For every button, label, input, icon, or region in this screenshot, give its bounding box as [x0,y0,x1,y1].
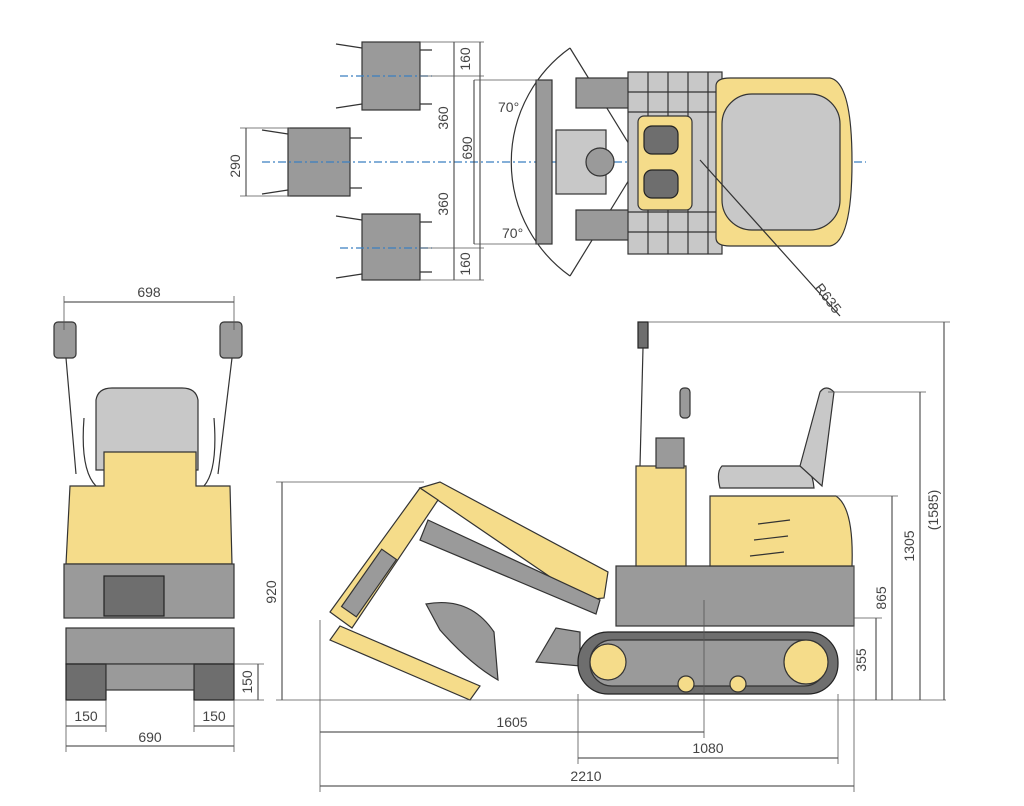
mirror-side [637,321,649,349]
seat-top [721,93,841,231]
track-shoe-right-label: 150 [202,708,226,724]
mirror-right [219,321,243,359]
engine-cover-side [709,495,853,567]
overall-height-label: (1585) [925,490,941,530]
max-dig-depth-label: 920 [263,580,279,604]
blade-top-view [535,79,553,245]
track-height-label: 150 [239,670,255,694]
bucket-side [425,601,499,682]
mirror-left [53,321,77,359]
track-shoe-left-label: 150 [74,708,98,724]
track-length-label: 1080 [692,740,723,756]
swing-offset-bottom-label: 160 [457,252,473,276]
side-view: 1605 1080 2210 920 355 865 1305 (1585) [263,321,950,792]
swing-arc [510,47,571,277]
seat-back-front [95,387,199,471]
tail-radius-label: R635 [812,280,845,316]
upper-height-label: 865 [873,586,889,610]
swing-offset-top-label: 160 [457,47,473,71]
undercarriage-side [615,565,855,627]
blade-front [65,627,235,665]
control-tower-side [635,465,687,567]
track-width-label: 690 [138,729,162,745]
track-left-front [65,663,107,701]
boom-offset-lower-label: 360 [435,192,451,216]
tail-radius-line [699,159,841,317]
body-front [65,451,233,565]
seat-side [717,465,815,489]
top-view: 290 160 360 690 360 160 70° 70° R635 [227,41,866,317]
track-right-front [193,663,235,701]
boom-offset-upper-label: 360 [435,106,451,130]
blade-height-label: 355 [853,648,869,672]
boom-reach-label: 1605 [496,714,527,730]
bucket-width-label: 290 [227,154,243,178]
swing-angle-lower-label: 70° [502,225,523,241]
swing-angle-upper-label: 70° [498,99,519,115]
blade-width-label: 690 [459,136,475,160]
swing-pivot [585,147,615,177]
overall-length-label: 2210 [570,768,601,784]
bucket-bottom [335,213,432,281]
seat-height-label: 1305 [901,530,917,561]
front-view: 698 150 150 690 150 [53,284,264,752]
blade-side [535,627,581,667]
mirror-width-label: 698 [137,284,161,300]
